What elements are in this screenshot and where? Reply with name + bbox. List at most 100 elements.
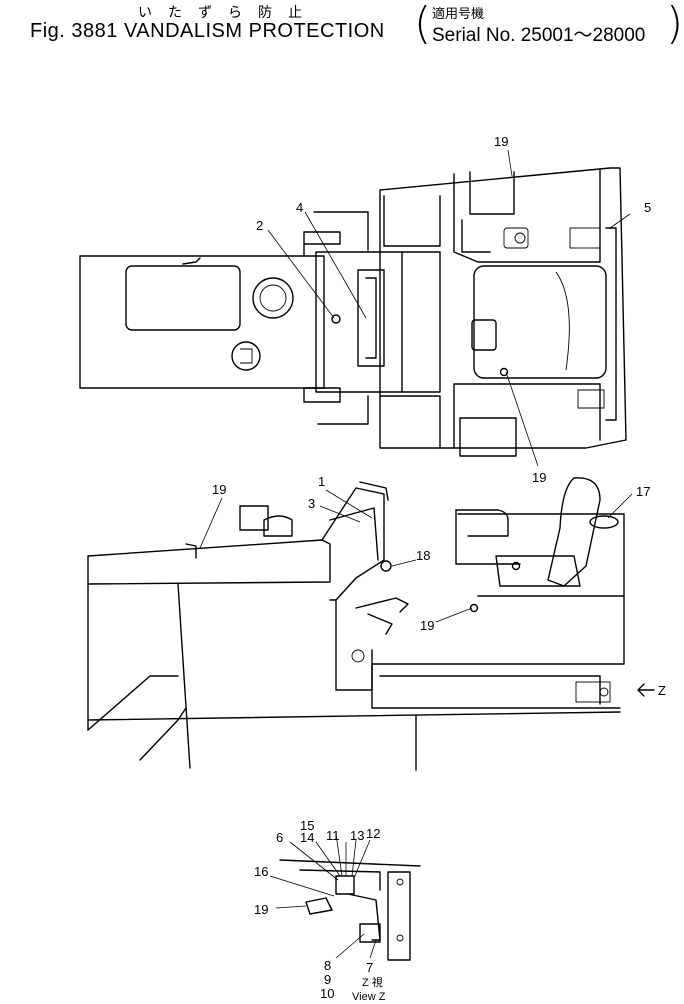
- leader-18: [391, 559, 417, 567]
- air-cleaner-cap-inner: [259, 284, 287, 312]
- seat-back-side: [547, 477, 601, 587]
- figure-title-japanese: いたずら防止: [138, 5, 318, 21]
- leader-1: [325, 489, 373, 519]
- floor-front: [401, 251, 441, 393]
- part-label-6: 6: [276, 830, 283, 845]
- leader-16: [269, 875, 335, 897]
- serial-range: Serial No. 25001～28000: [432, 25, 646, 46]
- handrail-upper: [313, 211, 369, 251]
- blade-link: [87, 675, 179, 731]
- leader-19a: [507, 149, 513, 177]
- lock-assembly: [335, 875, 355, 895]
- leader-15: [335, 833, 343, 877]
- part-label-10: 10: [320, 986, 334, 1001]
- air-cleaner-cap: [252, 277, 294, 319]
- part-label-19-viewz: 19: [254, 902, 268, 917]
- view-z-label: View Z: [352, 991, 386, 1003]
- step-upper: [303, 231, 341, 257]
- hood-lock-side: [185, 543, 197, 559]
- radiator-cap-handle: [240, 348, 253, 364]
- rear-step: [379, 395, 441, 449]
- lock-part-2: [331, 314, 341, 324]
- plate-bolt-lower: [396, 934, 404, 942]
- cab-side-rail: [461, 219, 491, 253]
- side-view: [87, 477, 655, 771]
- rear-handrail: [459, 417, 517, 457]
- part-label-9: 9: [324, 972, 331, 987]
- seat-back-line: [555, 271, 570, 371]
- tool-box-lock: [599, 687, 609, 697]
- part-label-14: 14: [300, 830, 314, 845]
- top-view: [79, 167, 627, 457]
- part-label-15: 15: [300, 818, 314, 833]
- latch-18: [380, 560, 392, 572]
- close-parenthesis: ): [666, 0, 684, 49]
- step-lower: [303, 387, 341, 403]
- tool-box-latch-area: [575, 681, 611, 703]
- leader-17: [607, 493, 633, 519]
- part-label-19-top: 19: [494, 134, 508, 149]
- cab-rear-frame: [453, 383, 601, 449]
- dash-panel: [315, 251, 403, 393]
- view-z-label-japanese: Z 視: [362, 975, 383, 989]
- tool-box: [379, 675, 601, 705]
- part-label-19-seat: 19: [532, 470, 546, 485]
- leader-3: [319, 505, 361, 523]
- right-lower-bracket: [577, 389, 605, 409]
- part-label-16: 16: [254, 864, 268, 879]
- lever-box: [503, 227, 529, 249]
- part-label-7: 7: [366, 960, 373, 975]
- lever-lower: [367, 613, 393, 635]
- part-label-12: 12: [366, 826, 380, 841]
- leader-lines: [199, 149, 633, 959]
- figure-header: いたずら防止 Fig. 3881 VANDALISM PROTECTION ( …: [0, 0, 684, 48]
- leader-6: [289, 841, 339, 881]
- part-number-labels: 2 4 5 19 19 19 1 3 18 17 19 Z 6 14 15 11…: [212, 134, 666, 1003]
- right-fender: [605, 227, 617, 421]
- dash-top-rail: [359, 481, 389, 501]
- arrow-z-label: Z: [658, 683, 666, 698]
- applicability-japanese: 適用号機: [432, 7, 485, 22]
- leader-2: [267, 229, 335, 319]
- dash-cover-panel: [357, 269, 385, 367]
- padlock-19: [305, 897, 333, 915]
- bracket-7: [359, 923, 381, 943]
- engine-hood-outline: [79, 255, 325, 389]
- leader-19d: [435, 607, 473, 623]
- seat-rail-side: [455, 509, 521, 565]
- leader-14: [315, 841, 341, 877]
- part-label-2: 2: [256, 218, 263, 233]
- side-plate-z: [387, 871, 411, 961]
- part-label-18: 18: [416, 548, 430, 563]
- seat-cushion-side: [495, 555, 581, 587]
- part-label-11: 11: [326, 828, 340, 843]
- hood-side: [87, 539, 331, 585]
- cab-floor-side: [371, 513, 625, 709]
- toolbox-lock-side: [469, 603, 479, 613]
- air-cleaner-cap-side: [263, 515, 293, 537]
- leader-19c: [199, 497, 223, 549]
- part-label-8: 8: [324, 958, 331, 973]
- leader-7: [369, 939, 377, 959]
- leader-5: [609, 213, 631, 229]
- leader-13: [351, 839, 357, 877]
- radiator-cap: [231, 341, 261, 371]
- cab-left-front: [383, 195, 441, 247]
- dash-side: [321, 487, 385, 601]
- lever-upper: [355, 597, 409, 613]
- figure-title: Fig. 3881 VANDALISM PROTECTION: [30, 20, 385, 42]
- hood-lock: [182, 257, 201, 265]
- leader-12: [353, 839, 371, 879]
- lever-knob: [514, 232, 526, 244]
- front-body-lines: [87, 583, 191, 769]
- handrail-lower: [317, 395, 369, 425]
- plate-bolt-upper: [396, 878, 404, 886]
- leader-8: [335, 933, 365, 959]
- dash-lower: [335, 599, 373, 691]
- seat-lock: [499, 367, 509, 377]
- seat-knob-17: [589, 515, 619, 529]
- cab-outline: [379, 167, 627, 449]
- part-label-3: 3: [308, 496, 315, 511]
- leader-19b: [505, 371, 539, 467]
